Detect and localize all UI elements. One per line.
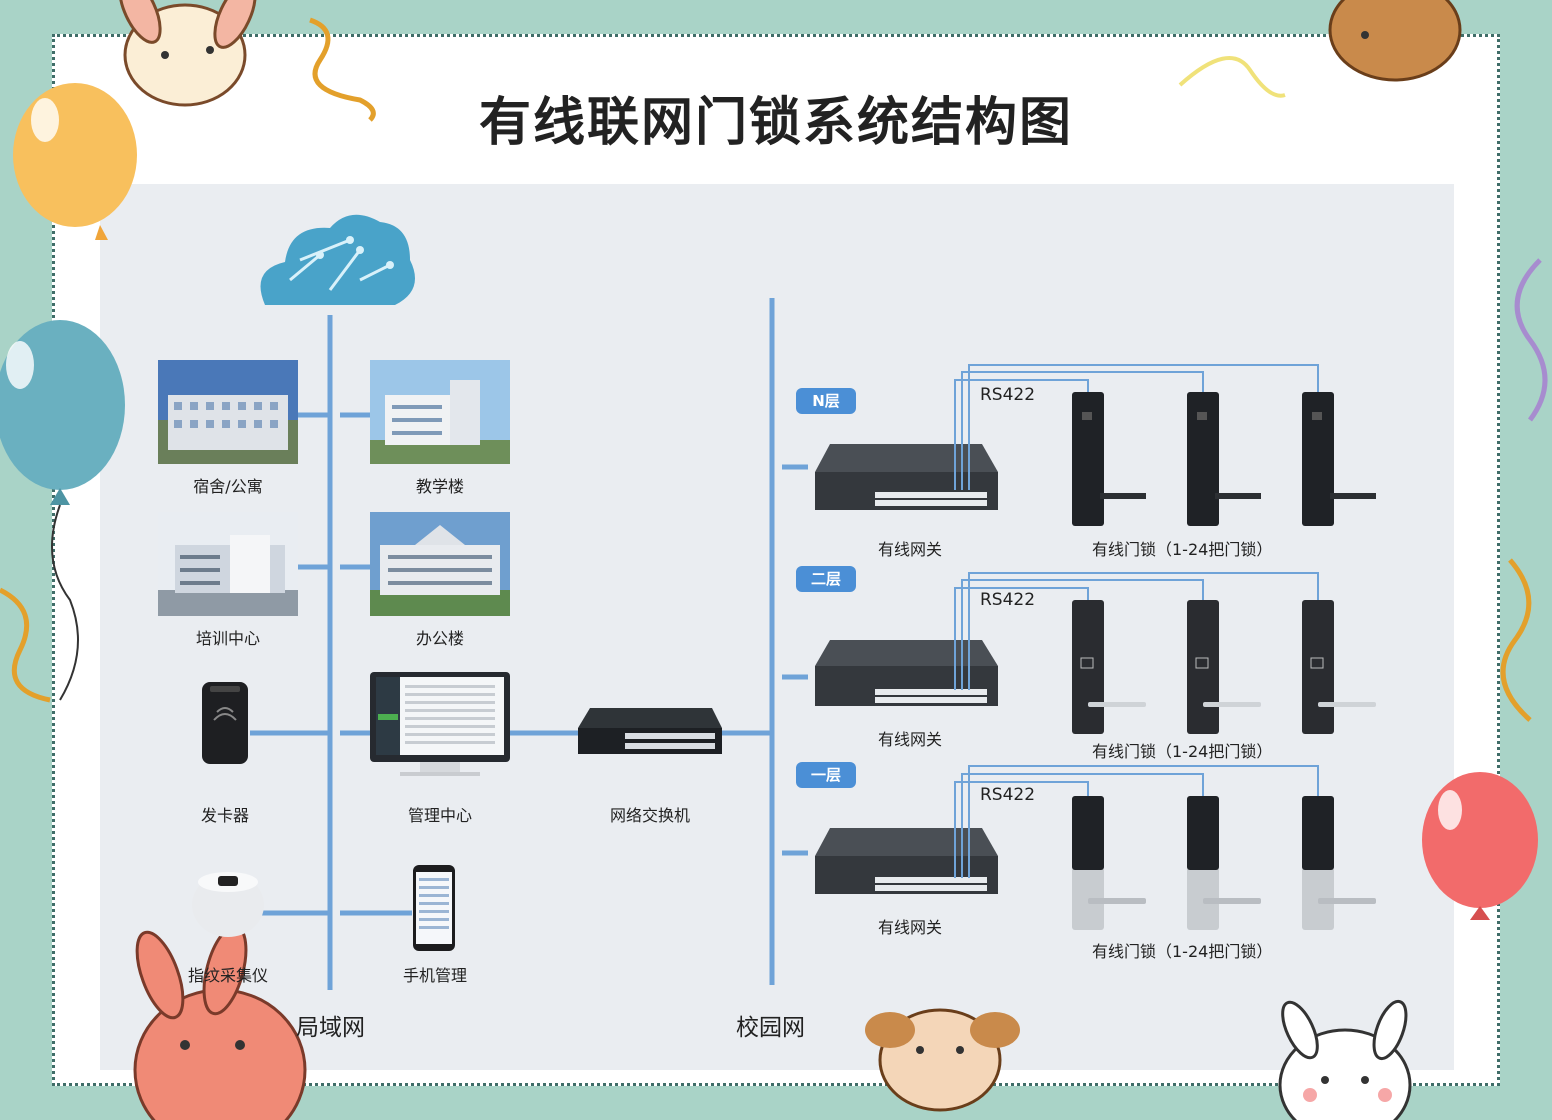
rs422-wiring-1 [954, 765, 1319, 878]
network-switch-image [578, 708, 722, 754]
diagram-panel [100, 184, 1454, 1070]
floor-badge-n: N层 [796, 388, 856, 414]
gateway-label-1: 有线网关 [877, 918, 942, 937]
lock-image-2-2 [1187, 600, 1261, 734]
label-teaching: 教学楼 [415, 477, 464, 496]
lock-image-2-3 [1302, 600, 1376, 734]
floor-badge-1: 一层 [796, 762, 856, 788]
label-office: 办公楼 [415, 629, 464, 648]
campus-branches [782, 464, 808, 856]
label-fingerprint: 指纹采集仪 [187, 966, 268, 985]
page-title: 有线联网门锁系统结构图 [478, 93, 1073, 153]
rs422-wiring-n [954, 364, 1319, 490]
gateway-image-1 [815, 828, 998, 894]
rs422-label-1: RS422 [980, 785, 1036, 805]
lock-image-n-3 [1302, 392, 1376, 526]
card-reader-image [202, 682, 248, 764]
white-bunny-decoration [1278, 999, 1412, 1120]
label-training: 培训中心 [195, 629, 260, 648]
rs422-wiring-2 [954, 572, 1319, 690]
office-building-image [370, 512, 510, 616]
yellow-balloon-decoration [13, 83, 137, 240]
red-balloon-decoration [1422, 772, 1538, 920]
gateway-image-2 [815, 640, 998, 706]
lan-branches [250, 412, 772, 916]
rs422-label-n: RS422 [980, 385, 1036, 405]
lan-label: 局域网 [296, 1015, 365, 1041]
teaching-building-image [370, 360, 510, 464]
management-monitor-image [370, 672, 510, 776]
dorm-building-image [158, 360, 298, 464]
label-mobile: 手机管理 [402, 966, 467, 985]
fingerprint-scanner-image [192, 872, 264, 937]
label-card-issuer: 发卡器 [200, 806, 249, 825]
gateway-label-2: 有线网关 [877, 730, 942, 749]
lock-image-1-3 [1302, 796, 1376, 930]
lock-image-2-1 [1072, 600, 1146, 734]
locks-label-1: 有线门锁（1-24把门锁） [1092, 942, 1273, 961]
cloud-icon [260, 214, 415, 305]
pink-rabbit-decoration [133, 924, 307, 1120]
gateway-image-n [815, 444, 998, 510]
label-dorm: 宿舍/公寓 [193, 477, 263, 496]
lock-image-n-1 [1072, 392, 1146, 526]
mobile-phone-image [413, 865, 455, 951]
campus-label: 校园网 [736, 1015, 805, 1041]
floor-badge-2: 二层 [796, 566, 856, 592]
lock-image-n-2 [1187, 392, 1261, 526]
rs422-label-2: RS422 [980, 590, 1036, 610]
blue-balloon-decoration [0, 320, 125, 701]
label-management: 管理中心 [407, 806, 472, 825]
training-building-image [158, 512, 298, 616]
lock-image-1-1 [1072, 796, 1146, 930]
locks-label-n: 有线门锁（1-24把门锁） [1092, 540, 1273, 559]
bunny-top-left-decoration [118, 0, 257, 107]
gateway-label-n: 有线网关 [877, 540, 942, 559]
lock-image-1-2 [1187, 796, 1261, 930]
hedgehog-top-right-decoration [1328, 0, 1462, 82]
cow-decoration [865, 1008, 1020, 1112]
label-network-switch: 网络交换机 [609, 806, 690, 825]
locks-label-2: 有线门锁（1-24把门锁） [1092, 742, 1273, 761]
